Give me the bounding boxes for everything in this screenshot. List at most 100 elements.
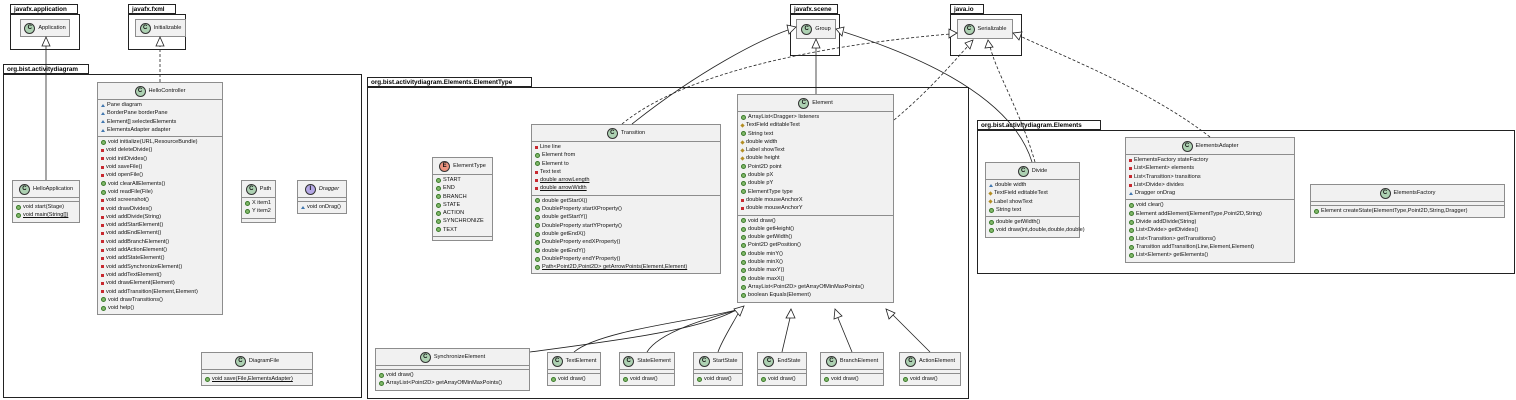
visibility-pub-icon — [1129, 236, 1134, 242]
member-text: void addDivide(String) — [106, 213, 162, 220]
class-field: ElementsFactory stateFactory — [1126, 156, 1294, 164]
member-text: void draw() — [386, 372, 414, 378]
visibility-pub-icon — [1129, 219, 1134, 225]
class-name: Transition — [620, 130, 646, 136]
class-method: void drawTransitions() — [98, 296, 222, 304]
class-name: ElementsAdapter — [1195, 143, 1239, 149]
member-text: void draw() — [704, 376, 732, 382]
member-text: double minX() — [748, 259, 783, 266]
visibility-pub-icon — [741, 284, 746, 290]
visibility-pub-icon — [741, 181, 746, 187]
member-text: String text — [748, 130, 774, 137]
visibility-pub-icon — [101, 181, 106, 187]
class-method: void saveFile() — [98, 163, 222, 171]
visibility-prot-icon — [988, 199, 993, 204]
class-application[interactable]: C Application — [20, 19, 70, 37]
visibility-pub-icon — [741, 114, 746, 120]
class-badge-icon: C — [24, 22, 36, 34]
visibility-pub-icon — [697, 376, 702, 382]
visibility-pkg-icon — [101, 103, 105, 107]
class-field: double pY — [738, 179, 893, 187]
class-method: void initialize(URL,ResourceBundle) — [98, 138, 222, 146]
class-field: double width — [738, 138, 893, 146]
class-method: void initDivides() — [98, 155, 222, 163]
class-method: void readFile(File) — [98, 188, 222, 196]
member-text: double getHeight() — [748, 225, 795, 232]
class-method: boolean Equals(Element) — [738, 291, 893, 299]
member-text: ArrayList<Dragger> listeners — [748, 114, 820, 120]
class-badge-icon: C — [623, 355, 635, 367]
member-text: Element from — [542, 152, 576, 159]
visibility-priv-icon — [101, 165, 104, 169]
member-text: double arrowWidth — [540, 185, 587, 192]
class-group[interactable]: C Group — [796, 19, 836, 39]
visibility-priv-icon — [741, 198, 744, 202]
class-method: void draw() — [738, 217, 893, 225]
visibility-pub-icon — [1129, 252, 1134, 258]
visibility-pub-icon — [741, 243, 746, 249]
class-badge-icon: C — [551, 355, 563, 367]
class-badge-icon: C — [825, 355, 837, 367]
visibility-pub-icon — [535, 256, 540, 262]
member-text: void addSynchronizeElement() — [106, 263, 183, 270]
class-name: HelloController — [148, 88, 186, 94]
visibility-pub-icon — [741, 172, 746, 178]
member-text: DoubleProperty startXProperty() — [542, 206, 622, 213]
visibility-pub-icon — [989, 207, 994, 213]
class-field: double mouseAnchorX — [738, 196, 893, 204]
class-field: Element to — [532, 160, 720, 168]
visibility-priv-icon — [101, 273, 104, 277]
class-method: double getEndY() — [532, 247, 720, 255]
class-method: void drawElement(Element) — [98, 279, 222, 287]
class-method: DoubleProperty startYProperty() — [532, 222, 720, 230]
visibility-pub-icon — [436, 210, 441, 216]
class-method: void addDivide(String) — [98, 213, 222, 221]
member-text: ACTION — [443, 210, 465, 217]
class-serializable[interactable]: C Serializable — [957, 19, 1013, 39]
member-text: TextField editableText — [746, 122, 800, 129]
member-text: TEXT — [443, 226, 458, 233]
member-text: String text — [996, 206, 1022, 213]
visibility-pub-icon — [741, 189, 746, 195]
visibility-pub-icon — [379, 372, 384, 378]
visibility-pub-icon — [101, 297, 106, 303]
class-field: TextField editableText — [986, 189, 1079, 197]
class-methods-section: void draw()double getHeight()double getW… — [738, 214, 893, 302]
member-text: Y item2 — [252, 208, 271, 215]
class-initializable[interactable]: C Initializable — [135, 19, 186, 37]
member-text: void drawDivides() — [106, 205, 153, 212]
class-methods-section: void draw() — [758, 373, 806, 385]
class-methods-section: void draw() — [694, 373, 742, 385]
class-method: void addStartElement() — [98, 221, 222, 229]
class-badge-icon: C — [134, 85, 146, 97]
class-methods-section: void start(Stage)void main(String[]) — [13, 201, 79, 222]
member-text: double minY() — [748, 250, 783, 257]
visibility-pub-icon — [989, 228, 994, 234]
class-method: Path<Point2D,Point2D> getArrowPoints(Ele… — [532, 263, 720, 271]
visibility-pub-icon — [535, 223, 540, 229]
class-name: Serializable — [977, 26, 1007, 32]
class-header: C Initializable — [136, 20, 185, 36]
